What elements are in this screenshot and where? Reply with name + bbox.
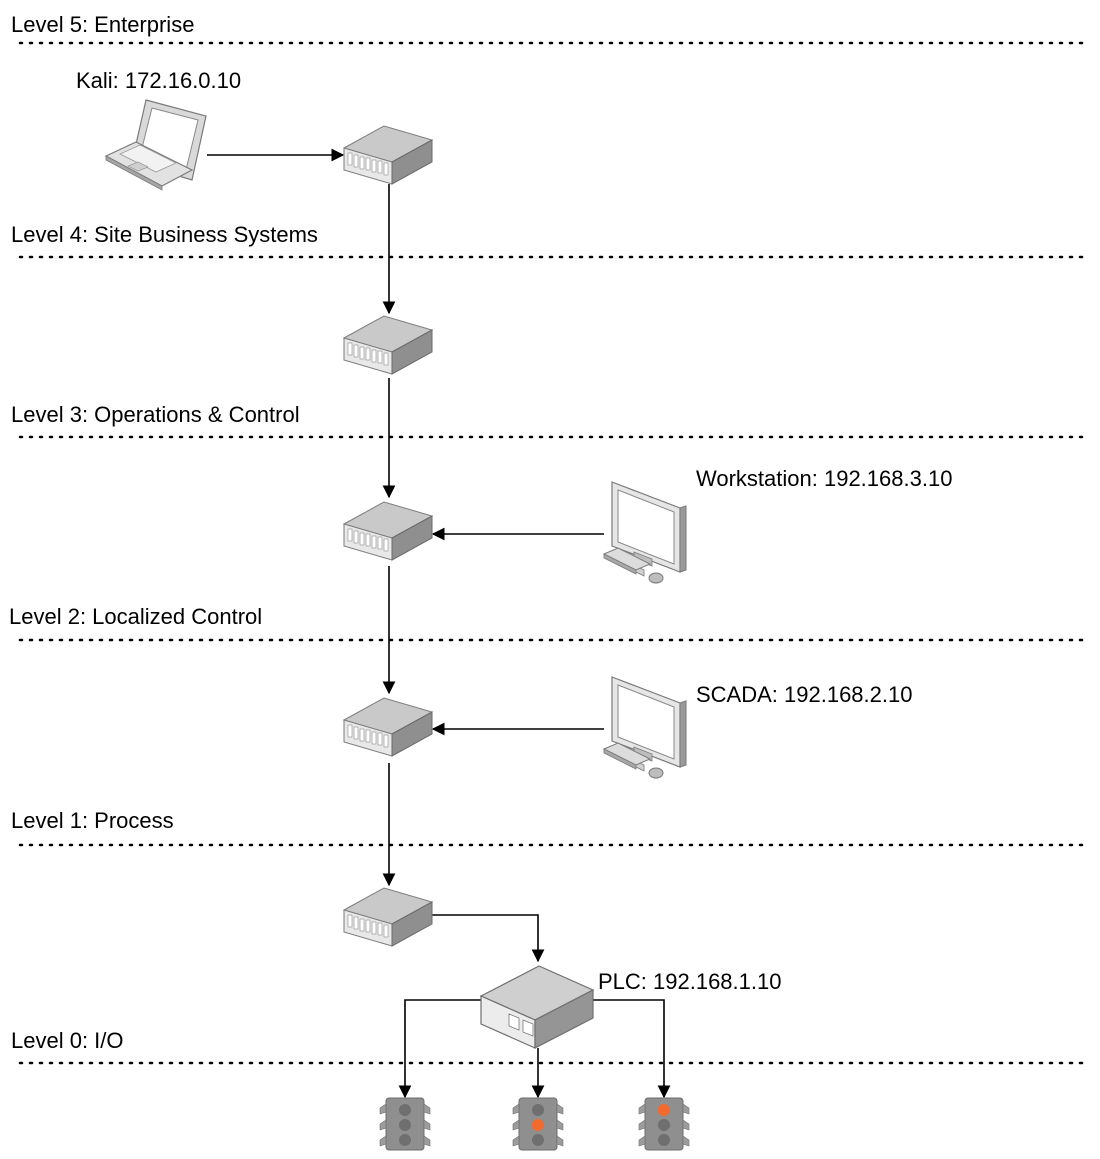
network-switch-icon <box>343 697 433 757</box>
level-3-label: Level 3: Operations & Control <box>11 402 300 427</box>
level-labels: Level 5: Enterprise Level 4: Site Busine… <box>9 12 318 1053</box>
level-separators <box>18 41 1087 1065</box>
desktop-computer-icon <box>603 481 687 584</box>
lamp <box>658 1119 670 1131</box>
level-0-label: Level 0: I/O <box>11 1028 124 1053</box>
kali-node: Kali: 172.16.0.10 <box>76 68 241 191</box>
plc-to-light-3 <box>590 999 671 1099</box>
kali-label: Kali: 172.16.0.10 <box>76 68 241 93</box>
lamp <box>399 1119 411 1131</box>
lamp-lit <box>532 1119 544 1131</box>
network-switch-icon <box>343 315 433 375</box>
lamp <box>532 1104 544 1116</box>
level-1-label: Level 1: Process <box>11 808 174 833</box>
plc-node: PLC: 192.168.1.10 <box>480 965 781 1049</box>
io-light-3 <box>638 1097 690 1151</box>
switch-5-to-plc <box>432 914 545 963</box>
lamp-lit <box>658 1104 670 1116</box>
io-light-2 <box>512 1097 564 1151</box>
desktop-computer-icon <box>603 676 687 779</box>
level-5-label: Level 5: Enterprise <box>11 12 194 37</box>
lamp <box>399 1104 411 1116</box>
workstation-node: Workstation: 192.168.3.10 <box>603 466 952 584</box>
lamp <box>532 1134 544 1146</box>
plc-to-light-1 <box>398 999 481 1099</box>
lamp <box>658 1134 670 1146</box>
network-switch-icon <box>343 125 433 185</box>
level-4-label: Level 4: Site Business Systems <box>11 222 318 247</box>
level-2-label: Level 2: Localized Control <box>9 604 262 629</box>
scada-node: SCADA: 192.168.2.10 <box>603 676 912 779</box>
scada-label: SCADA: 192.168.2.10 <box>696 682 912 707</box>
laptop-icon <box>105 99 207 191</box>
io-light-1 <box>379 1097 431 1151</box>
plc-label: PLC: 192.168.1.10 <box>598 969 781 994</box>
network-switch-icon <box>343 501 433 561</box>
connectors <box>207 148 671 1099</box>
workstation-label: Workstation: 192.168.3.10 <box>696 466 952 491</box>
network-switch-icon <box>343 887 433 947</box>
lamp <box>399 1134 411 1146</box>
plc-device-icon <box>480 965 594 1049</box>
